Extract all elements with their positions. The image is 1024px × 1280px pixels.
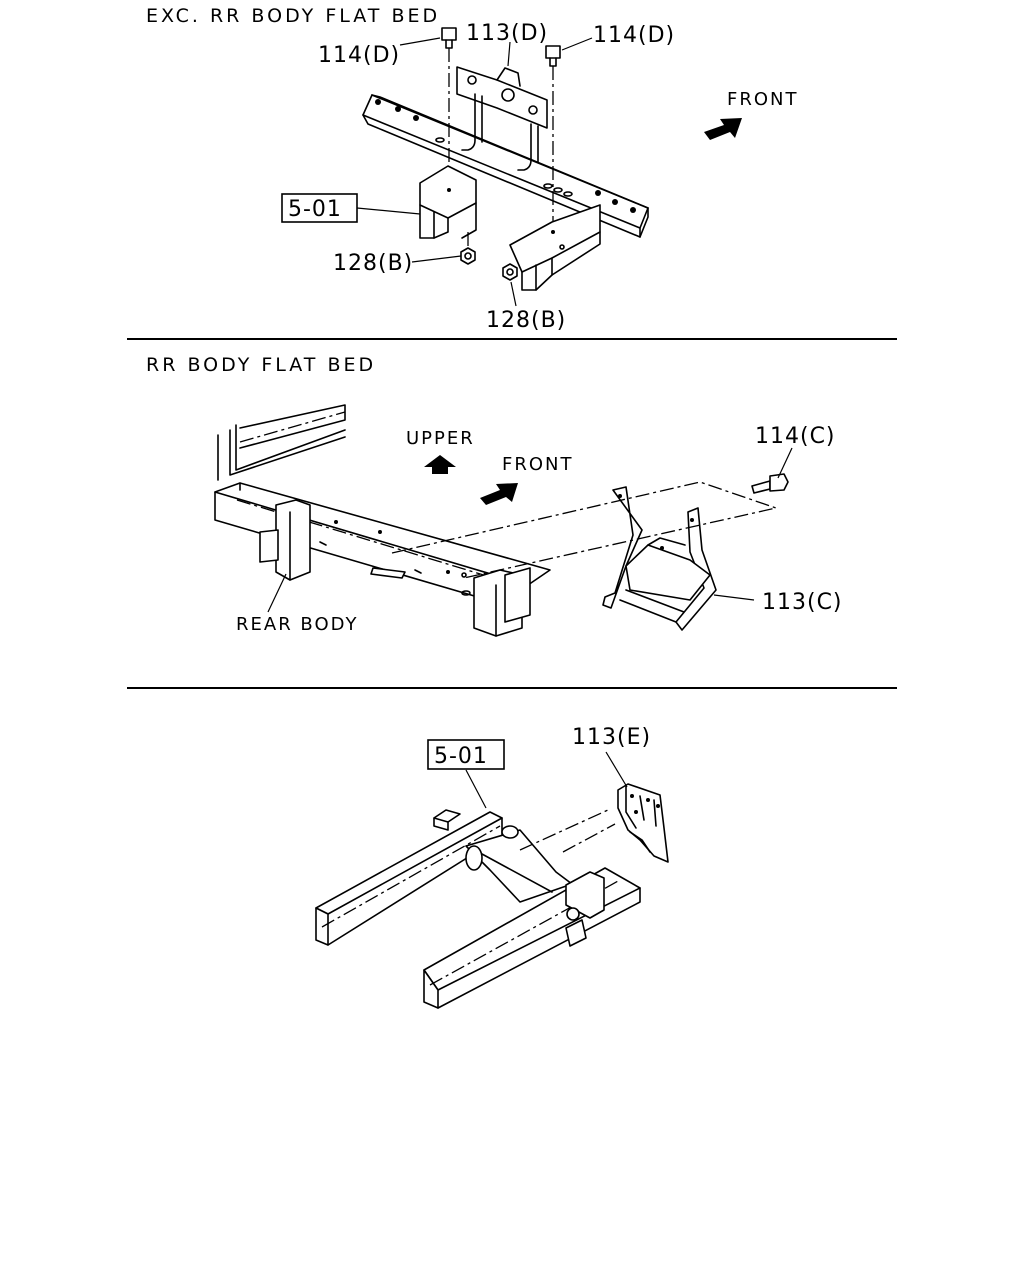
section-exc-rr-body-flat-bed: EXC. RR BODY FLAT BED: [146, 5, 799, 333]
frame-rail-left: [315, 809, 503, 946]
frame-rail-right: [423, 867, 641, 1009]
ref-box-label: 5-01: [288, 197, 342, 222]
front-arrow-icon: [480, 483, 518, 505]
ref-box-5-01: [281, 193, 358, 223]
support-rail-right: [509, 204, 601, 291]
crossmember: [362, 94, 649, 238]
bracket-113c: [602, 486, 717, 631]
label-128b-bottom: 128(B): [486, 308, 566, 333]
section-heading: EXC. RR BODY FLAT BED: [146, 5, 440, 27]
ref-box-label: 5-01: [434, 744, 488, 769]
label-114d-left: 114(D): [318, 43, 400, 68]
label-113c: 113(C): [762, 590, 843, 615]
bracket-113d: [456, 66, 548, 171]
label-upper: UPPER: [406, 428, 475, 449]
label-114d-right: 114(D): [593, 23, 675, 48]
label-113e: 113(E): [572, 725, 651, 750]
support-block-left: [419, 165, 477, 239]
label-114c: 114(C): [755, 424, 836, 449]
ref-box-5-01: [427, 739, 505, 770]
label-113d: 113(D): [466, 21, 548, 46]
nut-128b-left: [460, 232, 476, 265]
section-heading: RR BODY FLAT BED: [146, 354, 376, 376]
cross-tubes: [465, 809, 616, 903]
label-front: FRONT: [727, 89, 799, 110]
bracket-113e: [617, 783, 669, 863]
label-128b-left: 128(B): [333, 251, 413, 276]
section-rr-body-flat-bed: RR BODY FLAT BED: [146, 354, 843, 637]
label-front: FRONT: [502, 454, 574, 475]
bolt-114c: [751, 473, 789, 494]
section-frame-view: 5-01: [315, 725, 669, 1009]
label-rear-body: REAR BODY: [236, 614, 359, 635]
rear-body-panel: [217, 404, 346, 481]
upper-arrow-icon: [424, 455, 456, 474]
nut-128b-bottom: [502, 263, 518, 281]
rear-body-frame: [214, 482, 551, 637]
front-arrow-icon: [704, 118, 742, 140]
bolt-114d-right: [545, 45, 561, 236]
